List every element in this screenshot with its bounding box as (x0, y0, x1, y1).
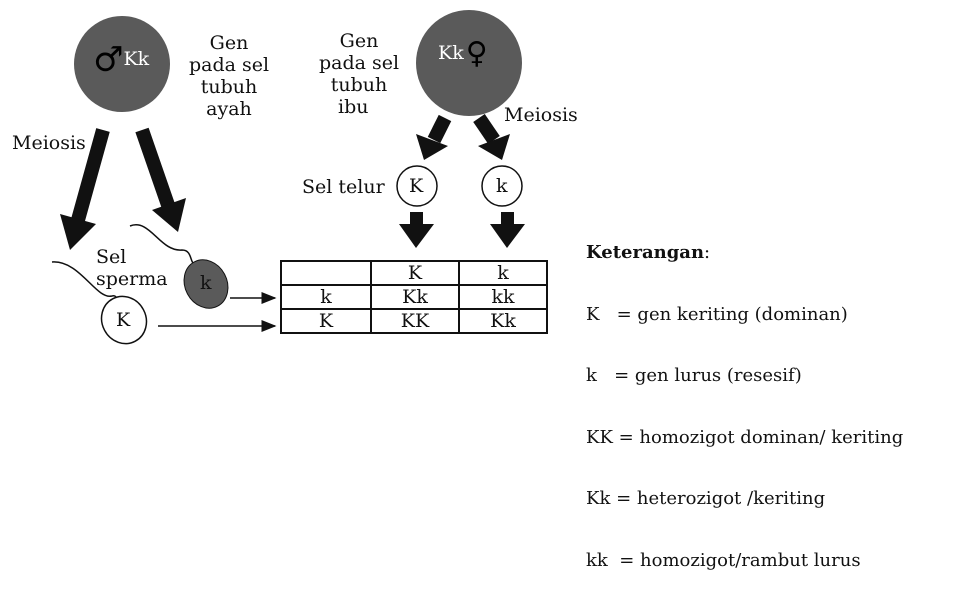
meiosis-label-father: Meiosis (12, 132, 86, 154)
punnett-header-row: K k (280, 260, 548, 286)
father-arrow-right (135, 127, 186, 232)
punnett-cell: kk (458, 284, 548, 310)
mother-genotype: Kk♀ (438, 36, 488, 71)
egg-cell-K-text: K (409, 175, 424, 197)
egg-label: Sel telur (302, 176, 385, 198)
sperm-cell-k-text: k (200, 272, 212, 294)
mother-cell (416, 10, 522, 116)
punnett-square: K k k Kk kk K KK Kk (280, 260, 548, 334)
legend-line: K = gen keriting (dominan) (586, 303, 848, 325)
sperm-cell-k (129, 224, 229, 309)
punnett-cell: k (280, 284, 372, 310)
punnett-cell: Kk (458, 308, 548, 334)
female-symbol-icon: ♀ (465, 36, 488, 71)
legend: Keterangan: K = gen keriting (dominan) k… (586, 242, 904, 571)
punnett-cell: K (370, 260, 460, 286)
father-caption: Gen pada sel tubuh ayah (184, 32, 274, 120)
legend-line: kk = homozigot/rambut lurus (586, 549, 861, 571)
punnett-row: K KK Kk (280, 308, 548, 334)
father-caption-line: pada sel (188, 54, 270, 76)
egg-cell-k-text: k (496, 175, 508, 197)
father-genotype: ♂Kk (93, 40, 150, 80)
punnett-cell: KK (370, 308, 460, 334)
mother-caption-line: pada sel (318, 52, 400, 74)
father-caption-line: ayah (206, 98, 252, 120)
father-caption-line: Gen (209, 32, 249, 54)
father-arrow-left (60, 128, 110, 250)
legend-line: k = gen lurus (resesif) (586, 365, 802, 386)
meiosis-label-mother: Meiosis (504, 104, 578, 126)
legend-line: Kk = heterozigot /keriting (586, 488, 826, 509)
egg-cell-k (481, 165, 523, 207)
mother-caption: Gen pada sel tubuh ibu (314, 30, 404, 118)
legend-line: KK = homozigot dominan/ keriting (586, 426, 904, 448)
punnett-cell: K (280, 308, 372, 334)
punnett-cell: Kk (370, 284, 460, 310)
mother-arrow-right (473, 114, 510, 160)
sperm-cell-K-text: K (116, 309, 131, 331)
sperm-label: Sel sperma (96, 246, 168, 290)
mother-arrow-left (416, 114, 452, 160)
legend-title: Keterangan (586, 242, 705, 263)
punnett-cell: k (458, 260, 548, 286)
egg-cell-K (396, 165, 438, 207)
mother-caption-line: ibu (338, 96, 369, 118)
mother-caption-line: Gen (339, 30, 379, 52)
father-cell (74, 16, 170, 112)
mother-caption-line: tubuh (330, 74, 388, 96)
punnett-row: k Kk kk (280, 284, 548, 310)
egg-arrow-down-1 (399, 212, 434, 248)
egg-arrow-down-2 (490, 212, 525, 248)
diagram-canvas (51, 10, 525, 345)
male-symbol-icon: ♂ (93, 40, 124, 80)
father-caption-line: tubuh (200, 76, 258, 98)
punnett-cell (280, 260, 372, 286)
sperm-cell-K (51, 261, 148, 345)
